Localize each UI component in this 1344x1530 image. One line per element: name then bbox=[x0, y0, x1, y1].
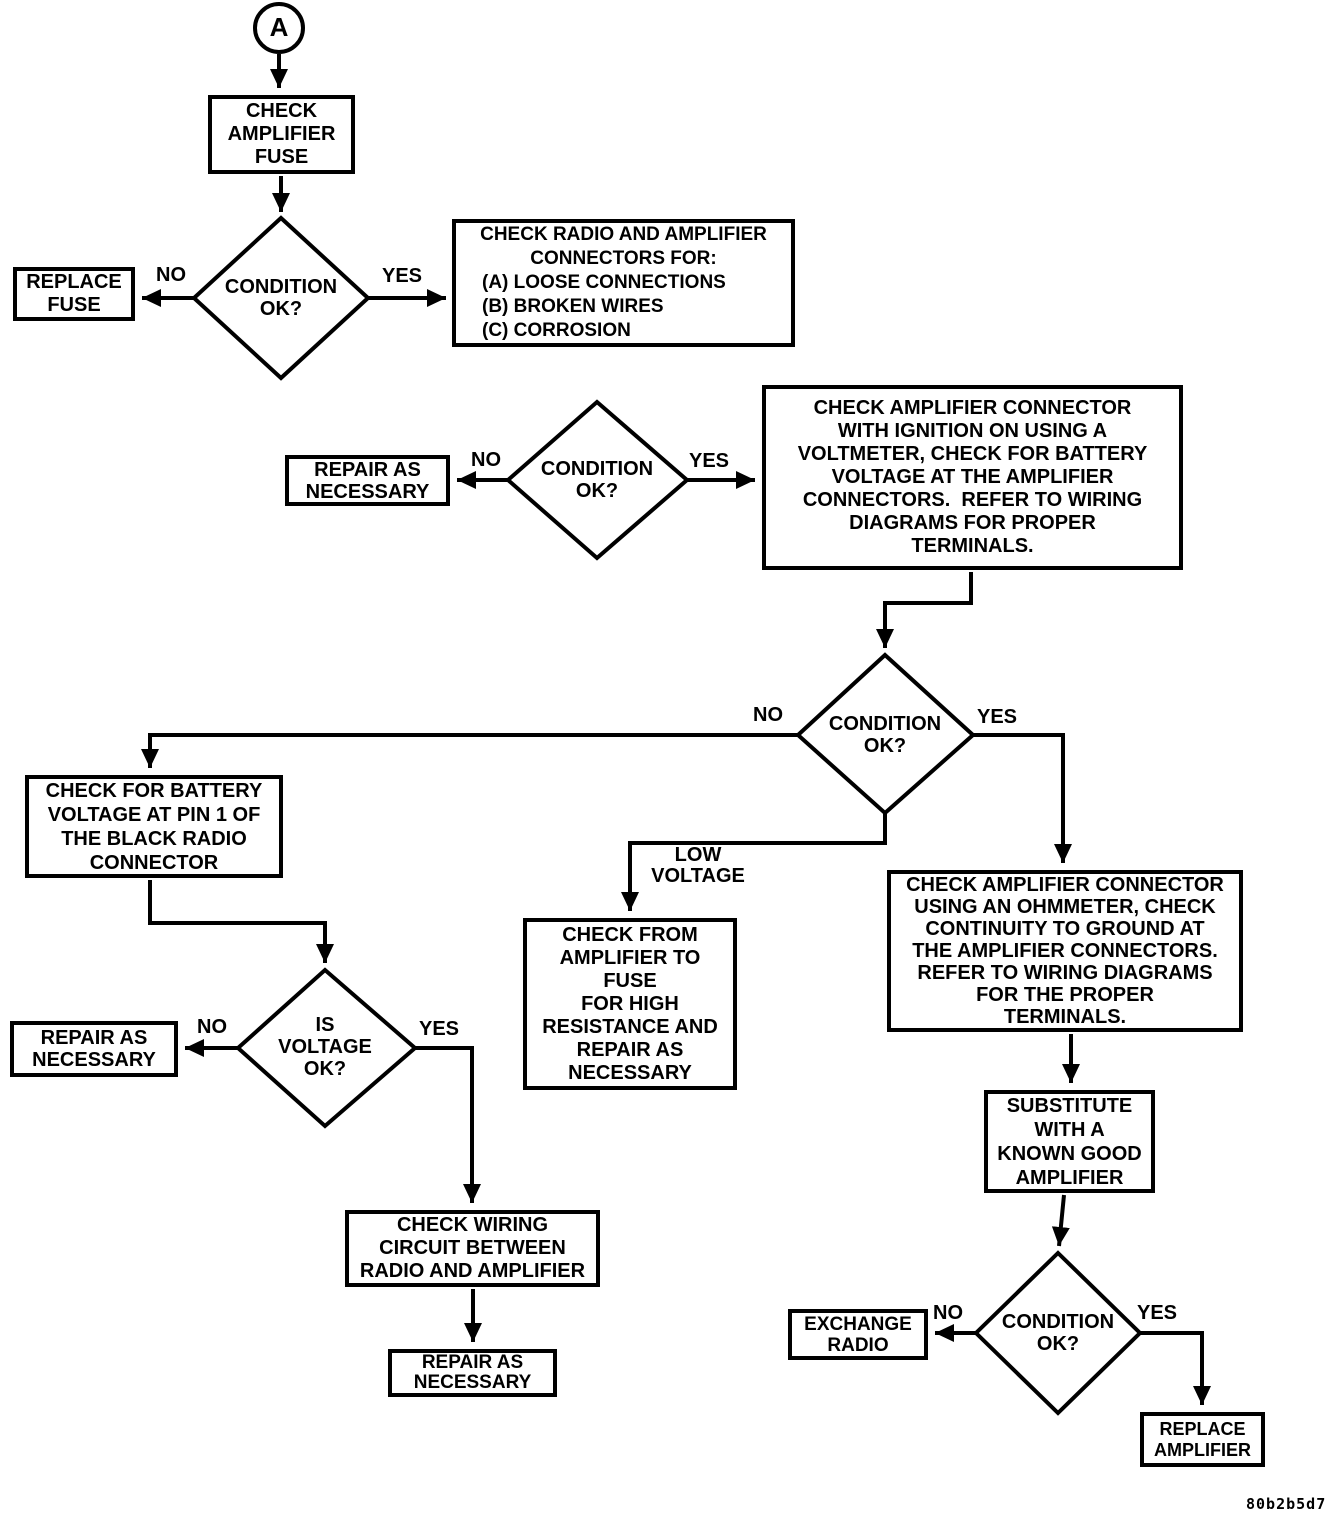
flow-d3-no bbox=[141, 733, 798, 768]
edge-label-d2-yes: YES bbox=[689, 450, 730, 472]
box-check-ohmmeter-text: CHECK AMPLIFIER CONNECTOR USING AN OHMME… bbox=[906, 874, 1224, 1028]
box-replace-amplifier-text: REPLACE AMPLIFIER bbox=[1154, 1418, 1251, 1460]
box-check-battery-pin1: CHECK FOR BATTERY VOLTAGE AT PIN 1 OF TH… bbox=[25, 775, 283, 878]
edge-label-d1-yes: YES bbox=[382, 265, 423, 287]
box-check-ohmmeter: CHECK AMPLIFIER CONNECTOR USING AN OHMME… bbox=[887, 870, 1243, 1032]
box-check-connectors: CHECK RADIO AND AMPLIFIER CONNECTORS FOR… bbox=[452, 219, 795, 347]
box-exchange-radio: EXCHANGE RADIO bbox=[788, 1309, 928, 1360]
box-replace-amplifier: REPLACE AMPLIFIER bbox=[1140, 1412, 1265, 1467]
edge-label-d3-no: NO bbox=[753, 704, 783, 726]
decision-label-5: CONDITION OK? bbox=[1001, 1311, 1115, 1355]
flow-pin1-to-d4 bbox=[148, 880, 334, 963]
box-check-wiring-circuit-text: CHECK WIRING CIRCUIT BETWEEN RADIO AND A… bbox=[359, 1214, 586, 1282]
box-repair-as-necessary-3: REPAIR AS NECESSARY bbox=[388, 1349, 557, 1397]
box-check-fuse-resistance-text: CHECK FROM AMPLIFIER TO FUSE FOR HIGH RE… bbox=[542, 923, 718, 1084]
edge-label-d4-yes: YES bbox=[419, 1018, 460, 1040]
connector-a-label: A bbox=[269, 12, 289, 42]
edge-label-d5-yes: YES bbox=[1137, 1302, 1178, 1324]
decision-diamond-4 bbox=[235, 967, 419, 1129]
box-check-amplifier-fuse: CHECK AMPLIFIER FUSE bbox=[208, 95, 355, 174]
decision-diamond-1 bbox=[191, 215, 371, 381]
box-substitute-amplifier: SUBSTITUTE WITH A KNOWN GOOD AMPLIFIER bbox=[984, 1090, 1155, 1193]
box-repair-as-necessary-1-text: REPAIR AS NECESSARY bbox=[305, 458, 430, 503]
edge-label-d4-no: NO bbox=[197, 1016, 227, 1038]
document-code: 80b2b5d7 bbox=[1246, 1495, 1327, 1513]
decision-label-1: CONDITION OK? bbox=[224, 276, 338, 320]
flow-voltmeter-to-d3 bbox=[876, 572, 973, 648]
box-check-connectors-header: CHECK RADIO AND AMPLIFIER CONNECTORS FOR… bbox=[480, 224, 767, 269]
decision-diamond-5 bbox=[973, 1250, 1143, 1416]
box-replace-fuse: REPLACE FUSE bbox=[13, 267, 135, 321]
box-check-connectors-items: (A) LOOSE CONNECTIONS (B) BROKEN WIRES (… bbox=[482, 272, 726, 341]
edge-label-d5-no: NO bbox=[933, 1302, 963, 1324]
box-exchange-radio-text: EXCHANGE RADIO bbox=[804, 1313, 912, 1356]
box-check-voltmeter: CHECK AMPLIFIER CONNECTOR WITH IGNITION … bbox=[762, 385, 1183, 570]
decision-label-3: CONDITION OK? bbox=[828, 713, 942, 757]
box-check-voltmeter-text: CHECK AMPLIFIER CONNECTOR WITH IGNITION … bbox=[797, 397, 1148, 557]
decision-label-4: IS VOLTAGE OK? bbox=[278, 1014, 372, 1080]
box-check-wiring-circuit: CHECK WIRING CIRCUIT BETWEEN RADIO AND A… bbox=[345, 1210, 600, 1287]
box-check-battery-pin1-text: CHECK FOR BATTERY VOLTAGE AT PIN 1 OF TH… bbox=[45, 779, 263, 874]
decision-diamond-2 bbox=[504, 399, 691, 561]
edge-label-d3-yes: YES bbox=[977, 706, 1018, 728]
start-connector-a-circle bbox=[253, 2, 305, 54]
box-substitute-amplifier-text: SUBSTITUTE WITH A KNOWN GOOD AMPLIFIER bbox=[997, 1094, 1142, 1189]
box-replace-fuse-text: REPLACE FUSE bbox=[26, 271, 122, 316]
flow-substitute-to-d5 bbox=[1051, 1194, 1070, 1247]
box-repair-as-necessary-2: REPAIR AS NECESSARY bbox=[10, 1021, 178, 1077]
flow-d4-yes bbox=[415, 1046, 481, 1203]
box-check-fuse-resistance: CHECK FROM AMPLIFIER TO FUSE FOR HIGH RE… bbox=[523, 918, 737, 1090]
box-repair-as-necessary-3-text: REPAIR AS NECESSARY bbox=[413, 1352, 532, 1393]
flow-d3-yes bbox=[973, 733, 1072, 863]
decision-label-2: CONDITION OK? bbox=[540, 458, 654, 502]
flow-d3-low-voltage bbox=[621, 813, 887, 911]
edge-label-d2-no: NO bbox=[471, 449, 501, 471]
box-check-amplifier-fuse-text: CHECK AMPLIFIER FUSE bbox=[227, 100, 336, 168]
box-repair-as-necessary-2-text: REPAIR AS NECESSARY bbox=[32, 1027, 156, 1071]
edge-label-low-voltage: LOW VOLTAGE bbox=[651, 844, 745, 887]
box-repair-as-necessary-1: REPAIR AS NECESSARY bbox=[285, 455, 450, 506]
flow-d5-yes bbox=[1140, 1331, 1211, 1405]
edge-label-d1-no: NO bbox=[156, 264, 186, 286]
